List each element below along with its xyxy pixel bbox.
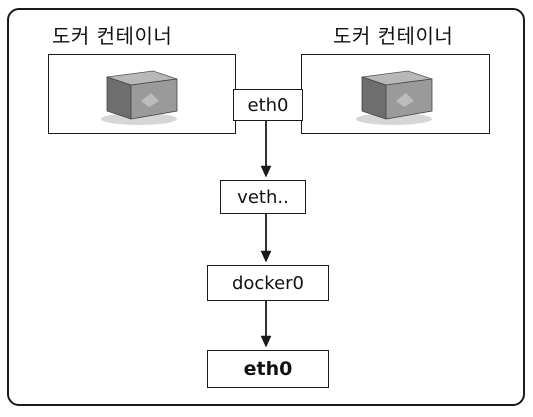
- right-container-box: [301, 54, 490, 134]
- left-container-box: [48, 54, 236, 134]
- host-eth0-node: eth0: [207, 350, 329, 388]
- right-container-label: 도커 컨테이너: [333, 24, 454, 48]
- container-eth0-node: eth0: [233, 89, 303, 121]
- veth-node: veth..: [220, 180, 306, 214]
- docker-container-icon: [101, 70, 178, 125]
- left-container-label: 도커 컨테이너: [52, 24, 173, 48]
- docker-container-icon: [356, 70, 433, 125]
- docker0-node: docker0: [207, 265, 329, 301]
